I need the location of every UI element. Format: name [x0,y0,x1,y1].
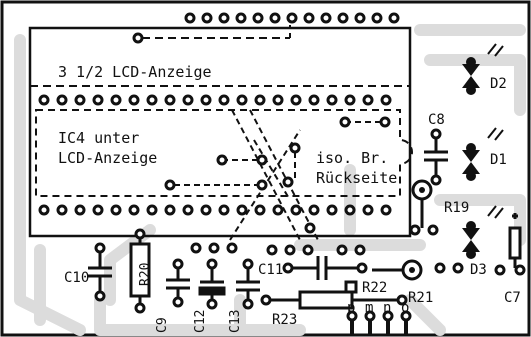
ic-pin-row-upper [38,94,392,106]
r22-r23-resistor [260,280,408,310]
label-c13: C13 [228,309,243,333]
label-d2: D2 [490,76,507,92]
r20-resistor [129,228,151,314]
connector-o: o [401,300,410,316]
c10-capacitor [88,242,112,302]
lcd-title: 3 1/2 LCD-Anzeige [58,63,212,81]
led-d2 [462,43,504,95]
connector-m: m [365,300,374,316]
label-c7: C7 [504,290,521,306]
label-r19: R19 [444,200,470,216]
ic4-label-line2: LCD-Anzeige [58,149,158,167]
lcd-outline [28,26,412,238]
label-c11: C11 [258,262,284,278]
label-c9: C9 [155,317,170,333]
label-d3: D3 [470,262,487,278]
label-r21: R21 [408,290,434,306]
connector-n: n [383,300,392,316]
bridge-label-line2: Rückseite [316,169,398,187]
top-pads [184,12,400,24]
led-d1 [462,127,504,181]
ic4-outline [35,109,413,197]
ic-pin-row-lower [38,204,392,216]
led-d3 [462,205,504,259]
label-r23: R23 [272,312,298,328]
internal-jumpers [174,109,385,241]
label-d1: D1 [490,152,507,168]
label-r20: R20 [138,262,153,286]
label-r22: R22 [362,280,388,296]
c12-capacitor [198,258,226,310]
label-c12: C12 [193,309,208,333]
c7-capacitor [494,213,526,276]
label-c8: C8 [428,112,445,128]
bottom-pads [190,242,464,274]
ic4-label-line1: IC4 unter [58,129,140,147]
internal-pads [164,116,391,234]
c11-capacitor [282,256,368,280]
c13-capacitor [236,258,260,310]
c8-capacitor [424,128,448,186]
c9-capacitor [166,258,190,308]
label-c10: C10 [64,270,90,286]
connector-p: p [347,300,356,316]
bridge-label-line1: iso. Br. [316,149,389,167]
